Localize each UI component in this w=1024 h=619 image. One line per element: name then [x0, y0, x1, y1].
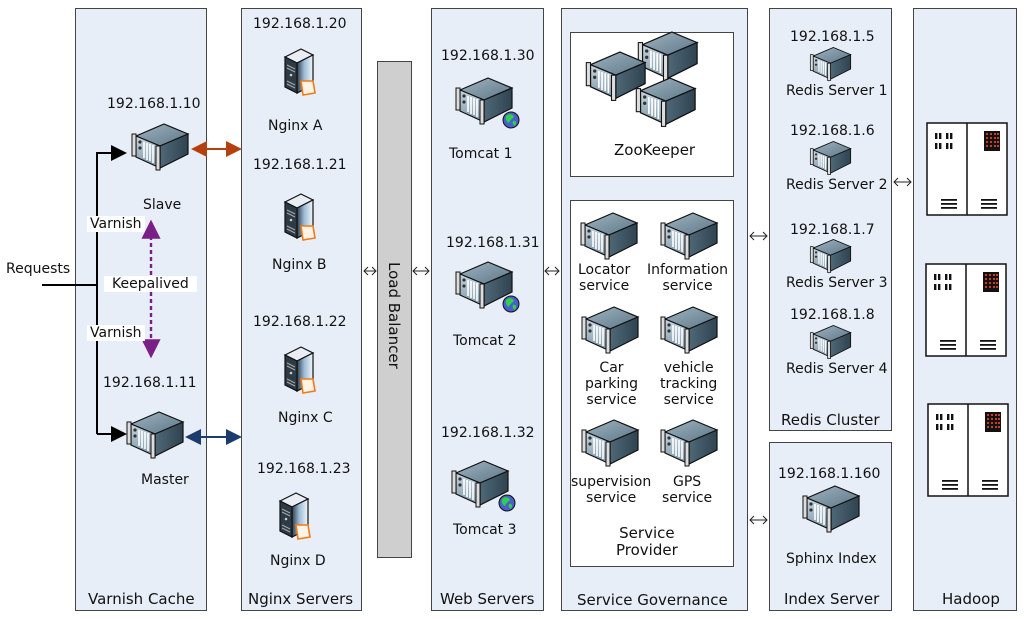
nginx-d-server-icon — [279, 492, 311, 540]
hadoop-node-3-icon — [927, 403, 1009, 497]
nginx-c-label: Nginx C — [278, 410, 333, 426]
hadoop-node-2-icon — [925, 263, 1007, 357]
master-label: Master — [141, 472, 189, 488]
slave-server-icon — [131, 123, 189, 171]
load-balancer-label: Load Balancer — [385, 262, 403, 369]
zookeeper-servers-icon — [585, 31, 698, 128]
web-governance-arrow — [544, 266, 560, 276]
master-server-icon — [126, 411, 184, 459]
double-arrows — [363, 177, 912, 525]
requests-label: Requests — [6, 261, 71, 277]
tomcat-3-label: Tomcat 3 — [453, 522, 517, 538]
redis-3-server-icon — [809, 238, 852, 274]
service-governance-title: Service Governance — [577, 591, 728, 609]
load-balancer[interactable] — [377, 61, 412, 558]
redis-1-server-icon — [809, 46, 852, 82]
sphinx-index-server-icon — [802, 485, 860, 533]
nginx-a-label: Nginx A — [268, 118, 323, 134]
tomcat-1-server-icon — [455, 77, 520, 129]
redis-cluster-title: Redis Cluster — [781, 411, 880, 429]
nginx-lb-arrow — [363, 266, 377, 276]
varnish-tag-top: Varnish — [87, 216, 145, 232]
varnish-cache-title: Varnish Cache — [88, 590, 195, 608]
redis-2-ip: 192.168.1.6 — [790, 123, 875, 139]
requests-line — [42, 145, 127, 442]
redis-3-ip: 192.168.1.7 — [790, 222, 875, 238]
tomcat-3-ip: 192.168.1.32 — [441, 425, 535, 441]
zookeeper-label: ZooKeeper — [614, 141, 696, 159]
nginx-b-label: Nginx B — [272, 257, 327, 273]
master-ip: 192.168.1.11 — [103, 375, 197, 391]
tomcat-3-server-icon — [451, 460, 516, 512]
information-service-icon — [660, 212, 718, 260]
redis-2-label: Redis Server 2 — [786, 177, 888, 193]
governance-index-arrow — [749, 515, 768, 525]
locator-service-icon — [580, 212, 638, 260]
tomcat-2-ip: 192.168.1.31 — [446, 235, 540, 251]
nginx-c-ip: 192.168.1.22 — [253, 314, 347, 330]
supervision-service-icon — [581, 419, 639, 467]
redis-1-label: Redis Server 1 — [786, 83, 888, 99]
redis-4-server-icon — [809, 324, 852, 360]
nginx-d-label: Nginx D — [270, 553, 326, 569]
nginx-d-ip: 192.168.1.23 — [257, 461, 351, 477]
tomcat-1-ip: 192.168.1.30 — [441, 48, 535, 64]
nginx-b-server-icon — [284, 193, 316, 241]
redis-1-ip: 192.168.1.5 — [790, 29, 875, 45]
nginx-a-ip: 192.168.1.20 — [253, 16, 347, 32]
redis-4-ip: 192.168.1.8 — [790, 307, 875, 323]
redis-4-label: Redis Server 4 — [786, 361, 888, 377]
varnish-tag-bottom: Varnish — [87, 325, 145, 341]
redis-2-server-icon — [809, 140, 852, 176]
service-provider-box — [570, 200, 734, 567]
lb-web-arrow — [412, 266, 430, 276]
keepalived-tag: Keepalived — [104, 276, 197, 292]
vehicle-tracking-service-icon — [660, 306, 718, 354]
redis-hadoop-arrow — [893, 177, 912, 187]
governance-redis-arrow — [749, 231, 768, 241]
sphinx-index-label: Sphinx Index — [786, 551, 877, 567]
slave-ip: 192.168.1.10 — [107, 96, 201, 112]
nginx-c-server-icon — [284, 346, 316, 394]
hadoop-title: Hadoop — [942, 590, 1000, 608]
nginx-a-server-icon — [284, 48, 316, 96]
gps-service-icon — [660, 419, 718, 467]
sphinx-index-ip: 192.168.1.160 — [778, 466, 881, 482]
index-server-title: Index Server — [784, 590, 880, 608]
nginx-servers-title: Nginx Servers — [248, 590, 354, 608]
nginx-b-ip: 192.168.1.21 — [253, 157, 347, 173]
hadoop-node-1-icon — [926, 122, 1008, 216]
tomcat-1-label: Tomcat 1 — [449, 146, 513, 162]
web-servers-title: Web Servers — [440, 590, 535, 608]
tomcat-2-server-icon — [455, 261, 520, 313]
web-servers-panel — [431, 8, 544, 611]
tomcat-2-label: Tomcat 2 — [453, 333, 517, 349]
car-parking-service-icon — [581, 306, 639, 354]
redis-3-label: Redis Server 3 — [786, 275, 888, 291]
slave-label: Slave — [143, 197, 182, 213]
